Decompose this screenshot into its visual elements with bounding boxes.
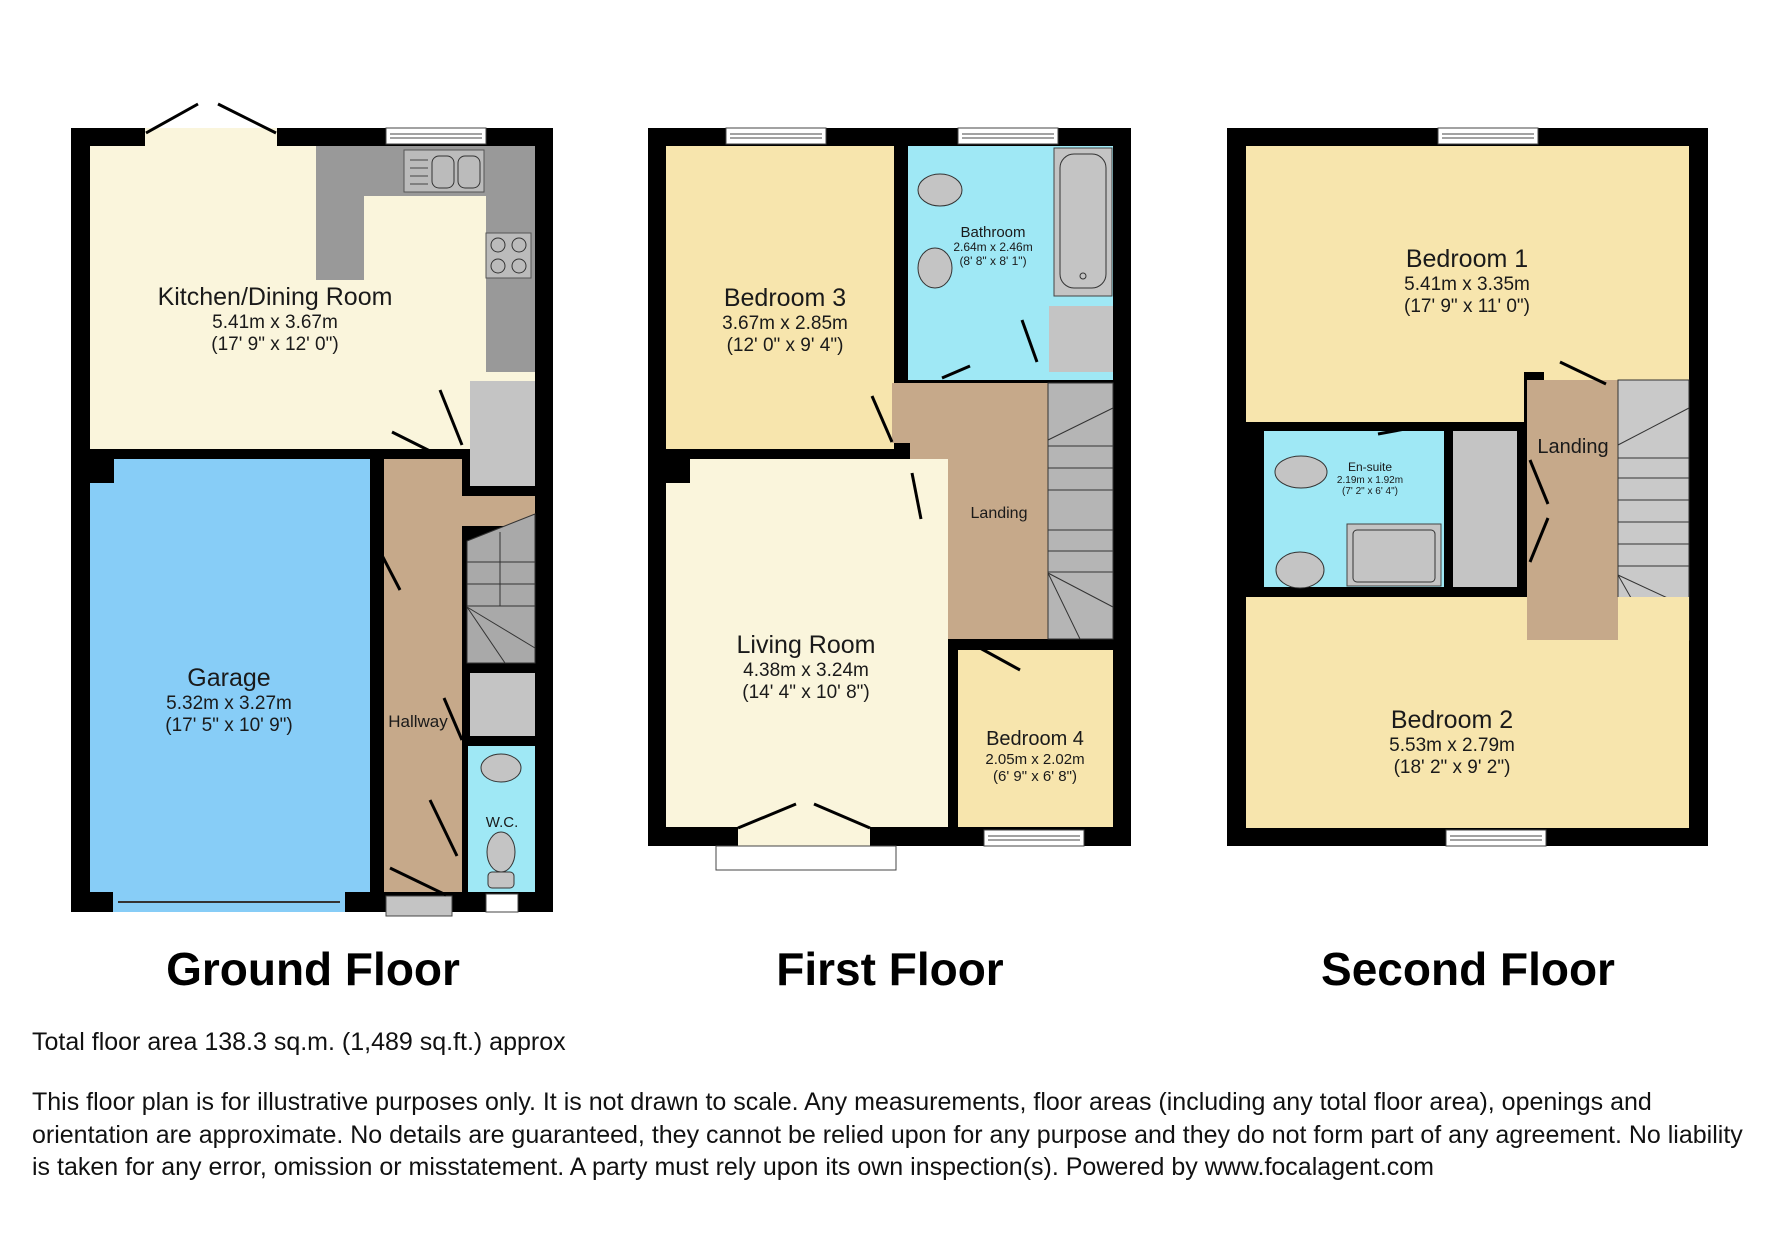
second-landing <box>1527 380 1618 640</box>
room-label-living-room: Living Room 4.38m x 3.24m (14' 4" x 10' … <box>736 631 876 703</box>
ground-floor-plan <box>71 102 553 917</box>
living-room <box>666 459 948 827</box>
room-label-bathroom: Bathroom 2.64m x 2.46m (8' 8" x 8' 1") <box>953 224 1033 269</box>
second-floor-title: Second Floor <box>1321 943 1615 995</box>
room-label-bedroom-3: Bedroom 3 3.67m x 2.85m (12' 0" x 9' 4") <box>722 284 848 356</box>
room-label-garage: Garage 5.32m x 3.27m (17' 5" x 10' 9") <box>165 664 293 736</box>
room-label-bedroom-4: Bedroom 4 2.05m x 2.02m (6' 9" x 6' 8") <box>985 728 1085 786</box>
total-floor-area: Total floor area 138.3 sq.m. (1,489 sq.f… <box>32 1028 566 1056</box>
room-label-kitchen: Kitchen/Dining Room 5.41m x 3.67m (17' 9… <box>157 283 393 355</box>
disclaimer-text: This floor plan is for illustrative purp… <box>32 1088 1743 1181</box>
room-label-hallway: Hallway <box>388 712 448 731</box>
ground-floor-title: Ground Floor <box>166 943 460 995</box>
kitchen-dining-room <box>90 146 535 449</box>
room-label-wc: W.C. <box>485 814 519 831</box>
room-label-bedroom-1: Bedroom 1 5.41m x 3.35m (17' 9" x 11' 0"… <box>1403 245 1531 317</box>
first-floor-title: First Floor <box>776 943 1004 995</box>
garage <box>90 459 370 892</box>
bedroom-4 <box>958 650 1113 827</box>
room-label-first-landing: Landing <box>970 505 1028 522</box>
first-floor-plan <box>648 127 1131 871</box>
bedroom-1 <box>1246 146 1689 422</box>
room-label-bedroom-2: Bedroom 2 5.53m x 2.79m (18' 2" x 9' 2") <box>1389 706 1515 778</box>
hallway <box>384 459 462 892</box>
room-label-second-landing: Landing <box>1537 436 1609 458</box>
second-floor-plan <box>1227 127 1708 847</box>
room-label-en-suite: En-suite 2.19m x 1.92m (7' 2" x 6' 4") <box>1336 460 1404 498</box>
bedroom-3 <box>666 146 894 449</box>
